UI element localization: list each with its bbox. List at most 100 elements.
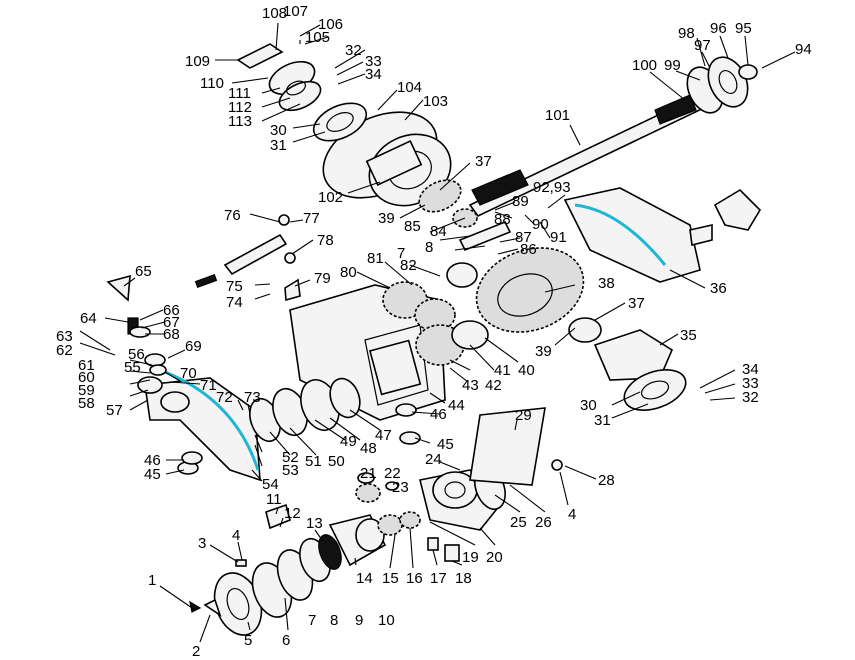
callout-84: 84 bbox=[430, 223, 447, 240]
callout-89: 89 bbox=[512, 193, 529, 210]
callout-4: 4 bbox=[232, 527, 240, 544]
callout-72: 72 bbox=[216, 389, 233, 406]
axle-end-rings bbox=[686, 56, 758, 114]
leader-lines bbox=[79, 22, 796, 643]
callout-112: 112 bbox=[228, 99, 252, 116]
callout-12: 12 bbox=[284, 505, 301, 522]
callout-102: 102 bbox=[318, 189, 343, 206]
callout-6: 6 bbox=[282, 632, 290, 649]
callout-39-top: 39 bbox=[378, 210, 395, 227]
callout-34-right: 34 bbox=[742, 361, 759, 378]
callout-63: 63 bbox=[56, 328, 73, 345]
diff-carrier-right bbox=[568, 317, 687, 411]
left-bearings bbox=[249, 377, 361, 443]
callout-30-right: 30 bbox=[580, 397, 597, 414]
ring-gear bbox=[475, 247, 585, 333]
callout-60: 60 bbox=[78, 369, 95, 386]
callout-8: 8 bbox=[330, 612, 338, 629]
callout-77: 77 bbox=[303, 210, 320, 227]
callout-110: 110 bbox=[200, 75, 224, 92]
callout-85: 85 bbox=[404, 218, 421, 235]
callout-39-right: 39 bbox=[535, 343, 552, 360]
callout-101: 101 bbox=[545, 107, 570, 124]
callout-18: 18 bbox=[455, 570, 472, 587]
callout-66: 66 bbox=[163, 302, 180, 319]
callout-69: 69 bbox=[185, 338, 202, 355]
callout-32-right: 32 bbox=[742, 389, 759, 406]
callout-7: 7 bbox=[308, 612, 316, 629]
callout-70: 70 bbox=[180, 365, 197, 382]
callout-16: 16 bbox=[406, 570, 423, 587]
callout-23: 23 bbox=[392, 479, 409, 496]
callout-50: 50 bbox=[328, 453, 345, 470]
callout-8-upper: 8 bbox=[425, 239, 433, 256]
bearing-top bbox=[312, 102, 368, 142]
callout-100: 100 bbox=[632, 57, 657, 74]
callout-25: 25 bbox=[510, 514, 527, 531]
callout-37-top: 37 bbox=[475, 153, 492, 170]
callout-28: 28 bbox=[598, 472, 615, 489]
callout-109: 109 bbox=[185, 53, 210, 70]
callout-68: 68 bbox=[163, 326, 180, 343]
callout-64: 64 bbox=[80, 310, 97, 327]
callout-55: 55 bbox=[124, 359, 141, 376]
callout-1: 1 bbox=[148, 572, 156, 589]
callout-54: 54 bbox=[262, 476, 279, 493]
callout-99: 99 bbox=[664, 57, 681, 74]
callout-103: 103 bbox=[423, 93, 448, 110]
callout-57: 57 bbox=[106, 402, 123, 419]
callout-56: 56 bbox=[128, 346, 145, 363]
callout-91: 91 bbox=[550, 229, 567, 246]
callout-37-right: 37 bbox=[628, 295, 645, 312]
callout-95: 95 bbox=[735, 20, 752, 37]
callout-20: 20 bbox=[486, 549, 503, 566]
callout-90: 90 bbox=[532, 216, 549, 233]
gear-stack bbox=[382, 262, 489, 366]
callout-9: 9 bbox=[355, 612, 363, 629]
linkage-parts bbox=[194, 214, 301, 302]
left-knuckle-housing bbox=[144, 370, 261, 482]
callout-67: 67 bbox=[163, 314, 180, 331]
callout-44: 44 bbox=[448, 397, 465, 414]
callout-73: 73 bbox=[244, 389, 261, 406]
callout-113: 113 bbox=[228, 113, 252, 130]
callout-97: 97 bbox=[694, 37, 711, 54]
callout-2: 2 bbox=[192, 643, 200, 660]
callout-107: 107 bbox=[283, 3, 308, 20]
cover-plate bbox=[469, 407, 563, 486]
callout-71: 71 bbox=[200, 377, 217, 394]
bottom-hub-assembly bbox=[213, 514, 387, 636]
callout-22: 22 bbox=[384, 465, 401, 482]
callout-98: 98 bbox=[678, 25, 695, 42]
callout-17: 17 bbox=[430, 570, 447, 587]
callout-21: 21 bbox=[360, 465, 377, 482]
callout-61: 61 bbox=[78, 357, 95, 374]
callout-30-top: 30 bbox=[270, 122, 287, 139]
callout-10: 10 bbox=[378, 612, 395, 629]
callout-62: 62 bbox=[56, 342, 73, 359]
callout-7-upper: 7 bbox=[397, 245, 405, 262]
callout-35: 35 bbox=[680, 327, 697, 344]
callout-14: 14 bbox=[356, 570, 373, 587]
callout-36: 36 bbox=[710, 280, 727, 297]
callout-79: 79 bbox=[314, 270, 331, 287]
callout-48: 48 bbox=[360, 440, 377, 457]
callout-81: 81 bbox=[367, 250, 384, 267]
callout-31-top: 31 bbox=[270, 137, 287, 154]
callout-3: 3 bbox=[198, 535, 206, 552]
callout-52: 52 bbox=[282, 449, 299, 466]
callout-11: 11 bbox=[266, 491, 282, 508]
callout-43: 43 bbox=[462, 377, 479, 394]
callout-104: 104 bbox=[397, 79, 422, 96]
callout-5: 5 bbox=[244, 632, 252, 649]
callout-4-right: 4 bbox=[568, 506, 576, 523]
callout-106: 106 bbox=[318, 16, 343, 33]
callout-59: 59 bbox=[78, 382, 95, 399]
callout-94: 94 bbox=[795, 41, 812, 58]
callout-19: 19 bbox=[462, 549, 479, 566]
callout-49: 49 bbox=[340, 433, 357, 450]
callout-15: 15 bbox=[382, 570, 399, 587]
callout-87: 87 bbox=[515, 229, 532, 246]
callout-31-right: 31 bbox=[594, 412, 611, 429]
